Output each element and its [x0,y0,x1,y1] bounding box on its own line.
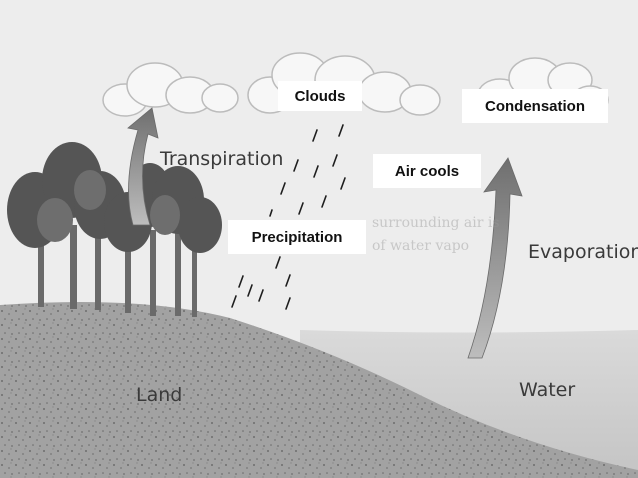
forest-trees [7,142,222,317]
faded-text-line-1: surrounding air is [372,215,500,231]
precipitation-label: Precipitation [228,220,366,254]
rain-streaks [231,124,346,310]
cloud-left [102,62,239,117]
air-cools-label: Air cools [373,154,481,188]
cloud-middle [247,52,441,116]
clouds-label: Clouds [278,81,362,111]
land-label: Land [136,384,183,406]
faded-text-line-2: of water vapo [372,238,470,254]
evaporation-label: Evaporation [528,241,638,263]
evaporation-arrow [467,157,523,359]
water-label: Water [519,379,576,401]
condensation-label: Condensation [462,89,608,123]
transpiration-label: Transpiration [160,148,284,170]
land-hill [0,301,638,478]
transpiration-arrow [127,107,159,226]
